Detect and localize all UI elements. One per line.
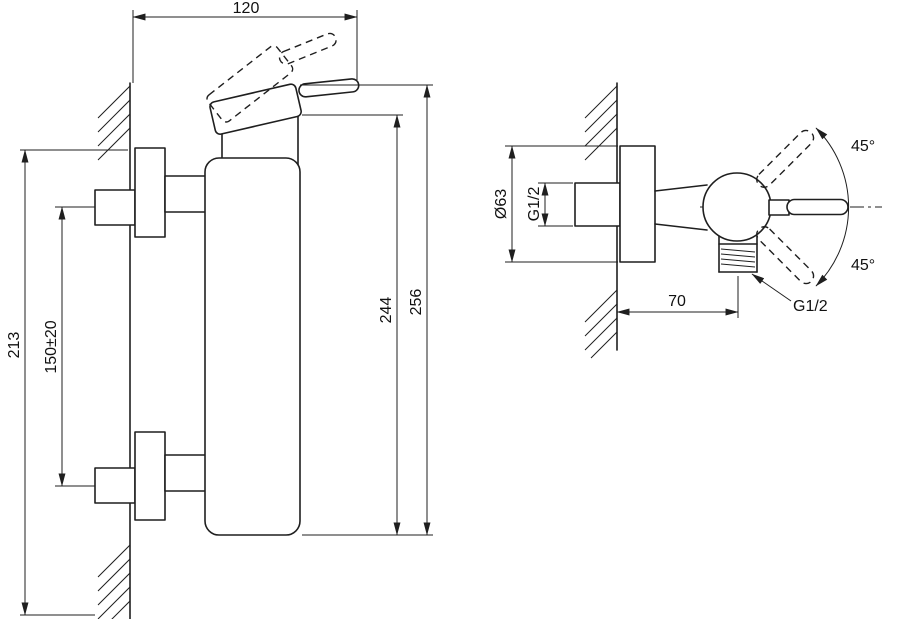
handle-lever-up-45	[756, 129, 815, 188]
handle-neck-side	[768, 199, 790, 216]
dim-label-angle-down: 45°	[851, 257, 875, 274]
side-wall	[584, 82, 618, 359]
dim-body-244: 244	[302, 114, 433, 536]
front-wall	[97, 82, 131, 619]
escutcheon-top	[134, 147, 166, 238]
inlet-union-side	[574, 182, 621, 227]
dim-total-256: 256	[300, 84, 433, 536]
dim-label-connection-spacing: 150±20	[43, 320, 60, 373]
mixer-body-side	[574, 129, 882, 285]
dim-label-width: 120	[233, 0, 260, 17]
dim-label-connection-thread: G1/2	[526, 187, 543, 222]
dim-outlet-thread: G1/2	[751, 273, 828, 315]
mixer-body-front	[94, 114, 301, 536]
dim-label-angle-up: 45°	[851, 138, 875, 155]
escutcheon-bottom	[134, 431, 166, 521]
dim-escutcheon-63: Ø63	[493, 145, 618, 263]
body-front	[204, 157, 301, 536]
side-wall-hatch-bottom	[584, 289, 618, 359]
side-wall-hatch-top	[584, 85, 618, 161]
dim-angle-arc: 45° 45°	[815, 127, 875, 287]
handle-lever-rotated	[278, 32, 337, 65]
inlet-union-bottom	[94, 467, 136, 504]
front-view: 120 213 150±20 244 256	[6, 0, 433, 619]
mount-boss-top	[164, 175, 208, 213]
handle-lever	[298, 78, 360, 98]
dim-thread-g12: G1/2	[526, 182, 573, 227]
dim-height-213: 213	[6, 149, 128, 616]
handle-lever-down-45	[756, 226, 815, 285]
handle-cap-rotated	[206, 45, 294, 123]
dim-outlet-70: 70	[616, 276, 739, 318]
wall-hatch-bottom	[97, 544, 131, 619]
outlet-thread	[718, 235, 758, 273]
dim-label-outlet-offset: 70	[668, 293, 686, 310]
inlet-union-top	[94, 189, 136, 226]
dim-label-escutcheon-diameter: Ø63	[493, 189, 510, 219]
wall-hatch-top	[97, 85, 131, 161]
dim-label-height-overall: 213	[6, 332, 23, 359]
escutcheon-side	[619, 145, 656, 263]
valve-body	[702, 172, 772, 242]
side-view: 45° 45° Ø63 G1/2 70 G1/2	[493, 82, 882, 359]
dim-label-body-height: 244	[378, 297, 395, 324]
dim-label-total-height: 256	[408, 289, 425, 316]
handle-cap	[209, 83, 302, 135]
mount-boss-bottom	[164, 454, 208, 492]
dim-label-outlet-thread: G1/2	[793, 298, 828, 315]
dim-spacing-150: 150±20	[43, 206, 95, 487]
handle-front	[206, 32, 360, 135]
dim-width-120: 120	[132, 0, 358, 83]
handle-lever-side	[786, 198, 849, 216]
